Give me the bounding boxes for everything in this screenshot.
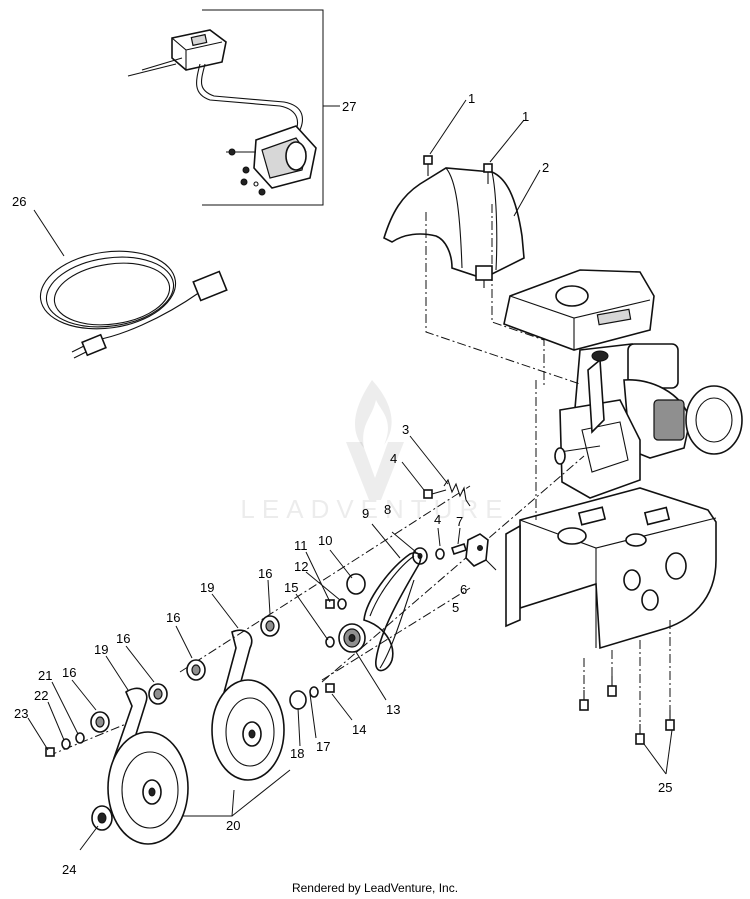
part-27-electric-starter-kit — [127, 9, 340, 206]
callout-16d: 16 — [62, 665, 76, 680]
leader-lines — [27, 99, 673, 851]
callout-14: 14 — [352, 722, 366, 737]
callout-21: 21 — [38, 668, 52, 683]
callout-1a: 1 — [468, 91, 475, 106]
part-3-spring — [443, 478, 471, 507]
part-26-extension-cord — [39, 250, 228, 359]
frame-housing — [505, 487, 717, 650]
watermark-flame-icon — [355, 380, 392, 448]
callout-19b: 19 — [94, 642, 108, 657]
callout-1b: 1 — [522, 109, 529, 124]
engine-assembly — [503, 269, 743, 499]
callout-24: 24 — [62, 862, 76, 877]
callout-17: 17 — [316, 739, 330, 754]
part-20-pulleys — [91, 679, 285, 845]
watermark-v-icon — [346, 442, 404, 500]
callout-19a: 19 — [200, 580, 214, 595]
callout-15: 15 — [284, 580, 298, 595]
callout-11: 11 — [294, 538, 308, 553]
callout-9: 9 — [362, 506, 369, 521]
callout-8: 8 — [384, 502, 391, 517]
callout-27: 27 — [342, 99, 356, 114]
part-2-shroud — [383, 167, 525, 288]
callout-16a: 16 — [258, 566, 272, 581]
callout-3: 3 — [402, 422, 409, 437]
callout-12: 12 — [294, 559, 308, 574]
callout-5: 5 — [452, 600, 459, 615]
callout-16c: 16 — [116, 631, 130, 646]
watermark: LEADVENTURE — [240, 380, 509, 524]
callout-10: 10 — [318, 533, 332, 548]
callout-7: 7 — [456, 514, 463, 529]
callout-22: 22 — [34, 688, 48, 703]
footer-credit: Rendered by LeadVenture, Inc. — [292, 881, 458, 895]
callout-13: 13 — [386, 702, 400, 717]
callout-4a: 4 — [390, 451, 397, 466]
callout-4b: 4 — [434, 512, 441, 527]
callout-16b: 16 — [166, 610, 180, 625]
callout-25: 25 — [658, 780, 672, 795]
callout-23: 23 — [14, 706, 28, 721]
callout-26: 26 — [12, 194, 26, 209]
watermark-text: LEADVENTURE — [240, 494, 509, 524]
callout-6: 6 — [460, 582, 467, 597]
callout-2: 2 — [542, 160, 549, 175]
callout-labels: 1 1 2 3 4 4 5 6 7 8 9 10 11 12 13 14 15 … — [12, 91, 672, 877]
callout-20: 20 — [226, 818, 240, 833]
hardware — [45, 155, 675, 757]
callout-18: 18 — [290, 746, 304, 761]
kit-bracket — [202, 9, 324, 206]
